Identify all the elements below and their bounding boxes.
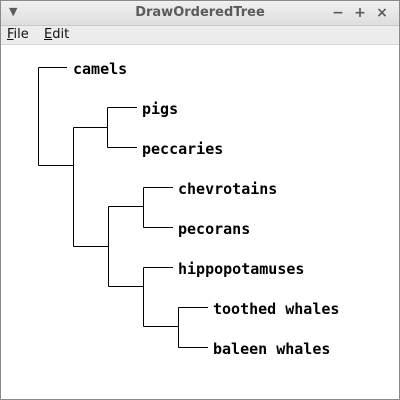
branch-ruminants	[143, 187, 173, 228]
leaf-label: pigs	[142, 100, 178, 118]
branch-pigs-peccaries	[107, 107, 137, 148]
tree-canvas: camels pigs peccaries chevrotains pecora…	[1, 45, 399, 399]
branch-root	[38, 67, 73, 166]
leaf-label: pecorans	[178, 220, 250, 238]
minimize-button[interactable]: −	[332, 5, 344, 21]
leaf-label: baleen whales	[213, 340, 330, 358]
menu-bar: File Edit	[1, 26, 399, 45]
window-title: DrawOrderedTree	[135, 5, 265, 20]
maximize-button[interactable]: +	[354, 5, 366, 21]
leaf-label: toothed whales	[213, 300, 339, 318]
close-button[interactable]: ×	[376, 5, 388, 21]
leaf-label: chevrotains	[178, 180, 277, 198]
leaf-label: camels	[73, 60, 127, 78]
menu-file[interactable]: File	[7, 27, 29, 42]
branch-whippomorpha	[143, 267, 178, 327]
branch-whales	[178, 307, 208, 348]
branch-suidae	[73, 127, 108, 247]
leaf-label: hippopotamuses	[178, 260, 304, 278]
title-bar[interactable]: ▼ DrawOrderedTree − + ×	[1, 1, 399, 26]
chevron-down-icon[interactable]: ▼	[9, 5, 18, 18]
tree-diagram: camels pigs peccaries chevrotains pecora…	[38, 60, 339, 358]
leaf-label: peccaries	[142, 140, 223, 158]
tree-branches	[38, 67, 208, 348]
menu-edit[interactable]: Edit	[44, 27, 70, 42]
branch-cetruminantia	[108, 206, 143, 287]
